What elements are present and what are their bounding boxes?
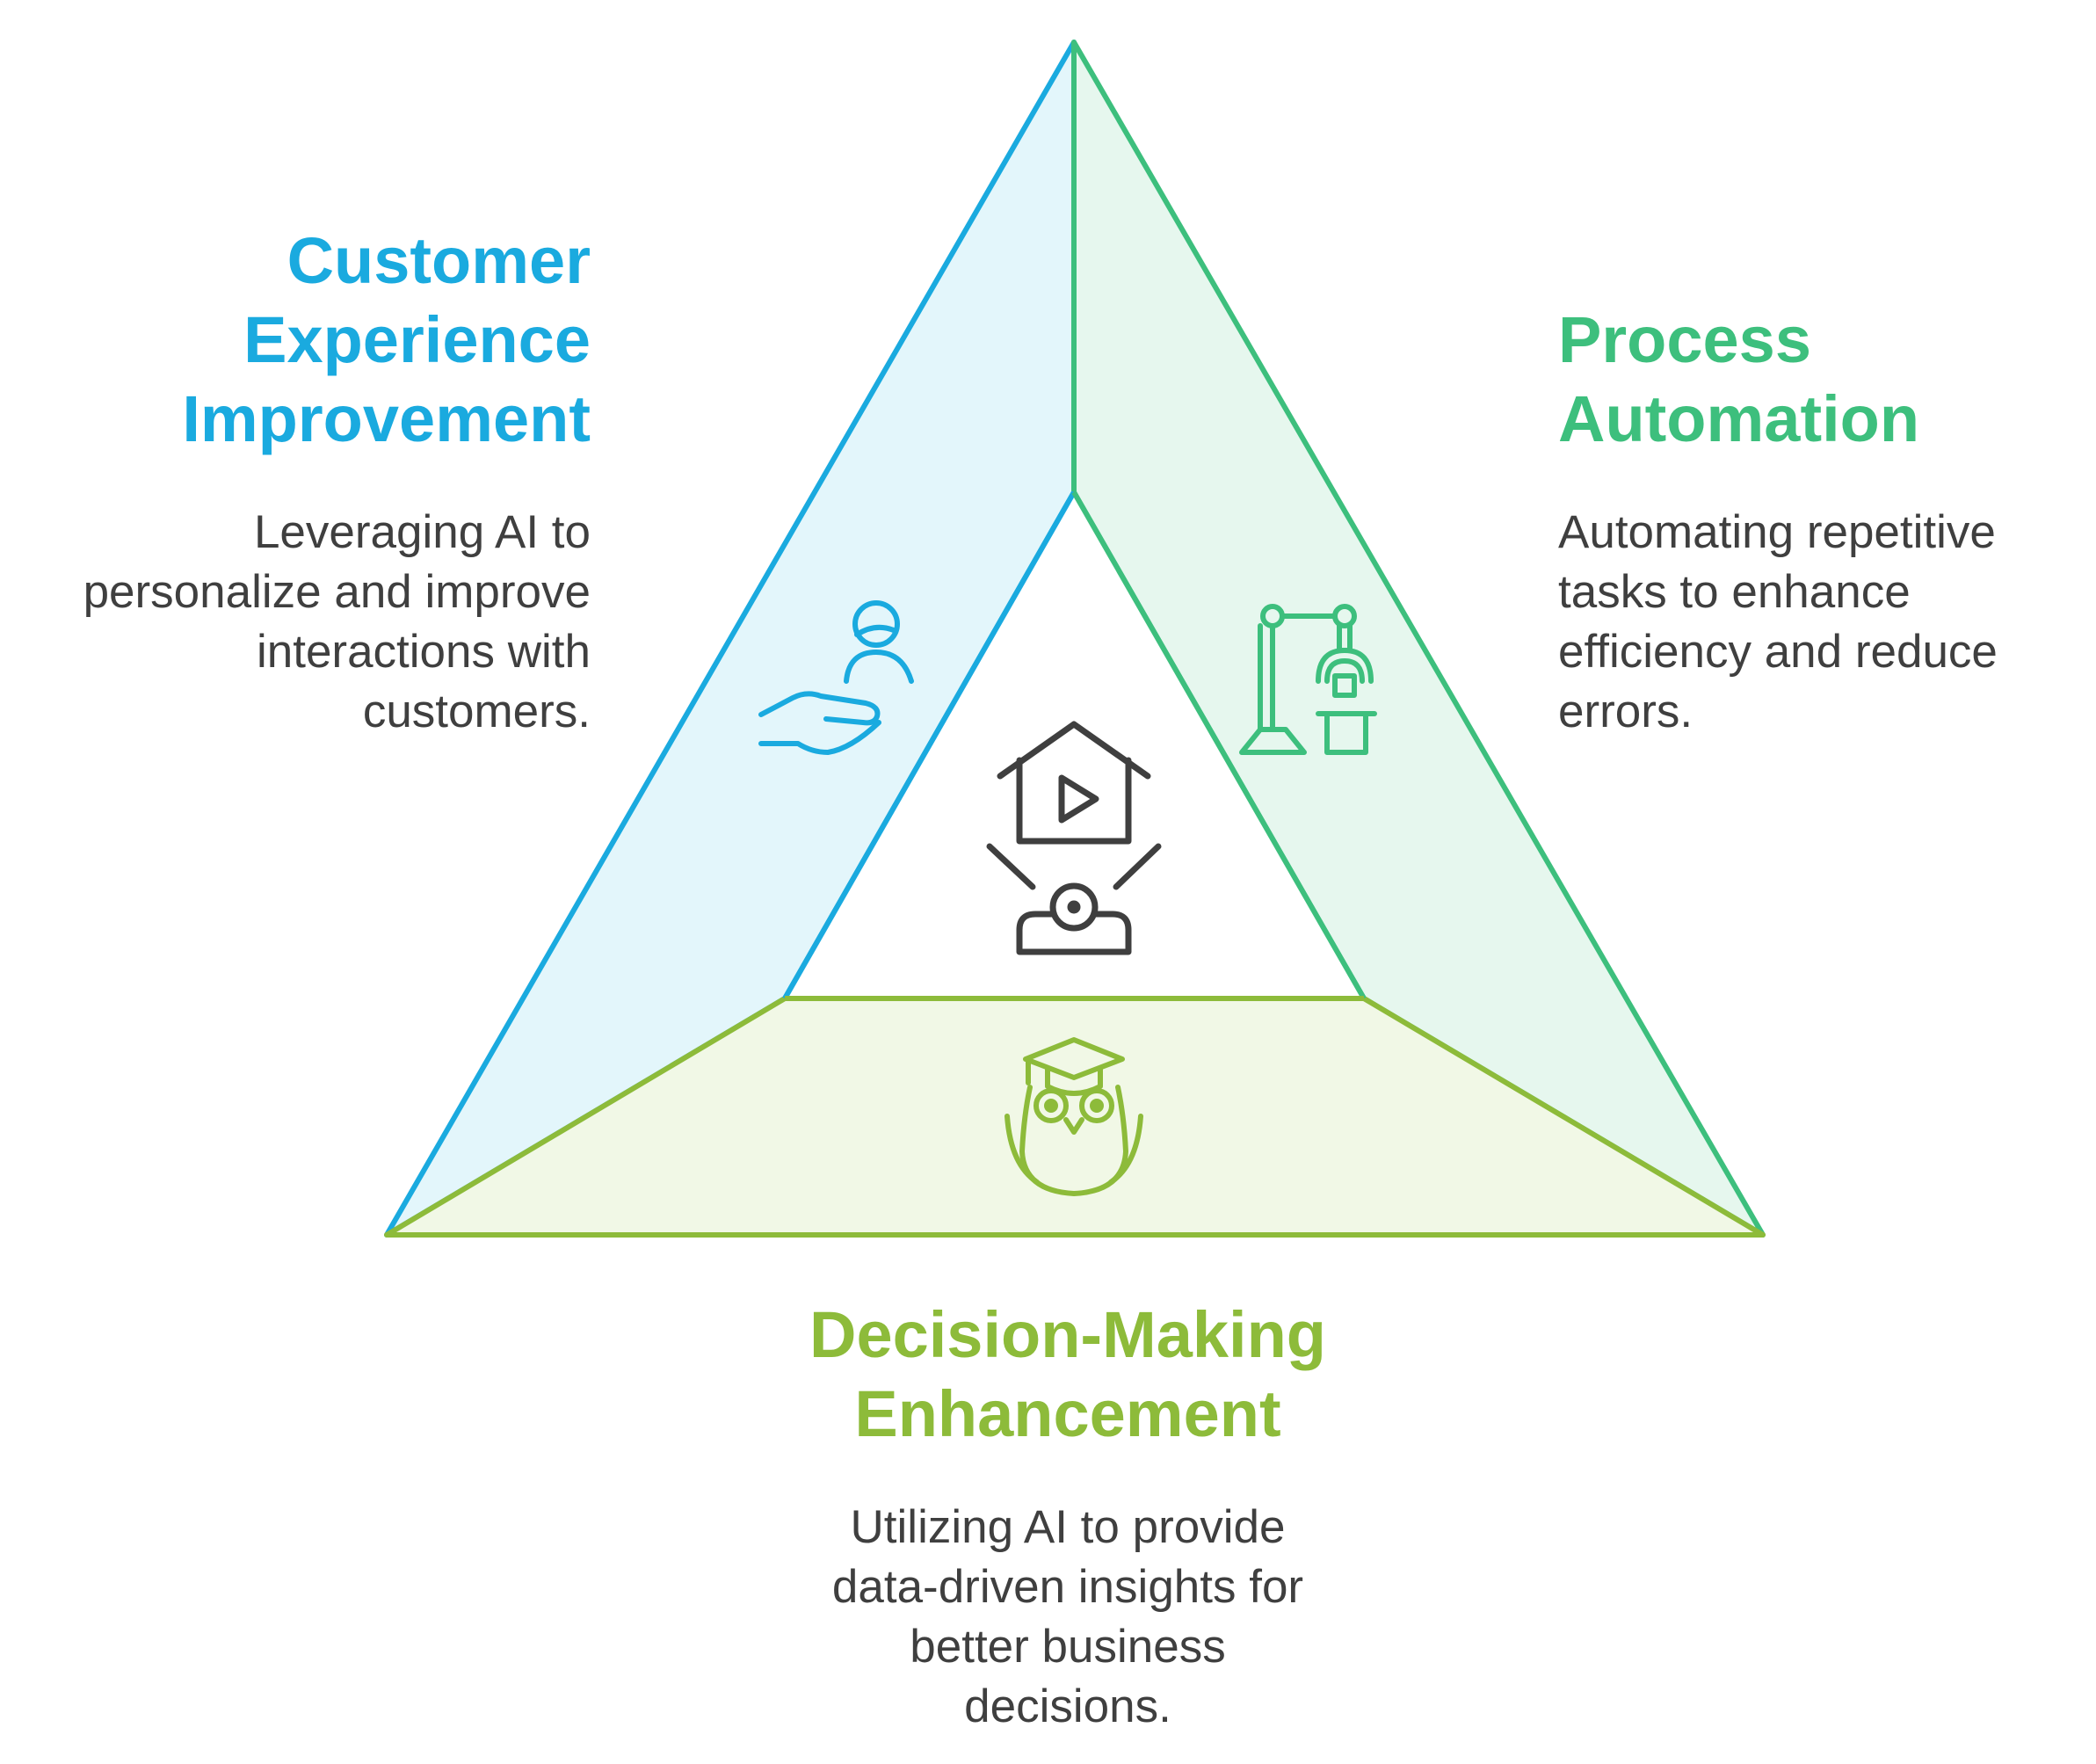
customer-inner-edge bbox=[782, 490, 1077, 1000]
process-automation-title: Process Automation bbox=[1558, 301, 2077, 459]
robotic-arm-icon bbox=[1239, 604, 1377, 755]
process-title-line: Automation bbox=[1558, 382, 1920, 455]
process-title-line: Process bbox=[1558, 303, 1811, 376]
decision-desc-line: decisions. bbox=[964, 1681, 1171, 1732]
customer-desc-line: personalize and improve bbox=[83, 566, 591, 618]
process-inner-edge bbox=[1071, 490, 1367, 1000]
process-desc-line: efficiency and reduce bbox=[1558, 626, 1998, 678]
customer-title-line: Customer bbox=[286, 224, 591, 297]
center-triangle bbox=[785, 492, 1364, 998]
decision-desc-line: data-driven insights for bbox=[831, 1561, 1304, 1613]
decision-making-title: Decision-Making Enhancement bbox=[765, 1296, 1371, 1454]
customer-experience-title: Customer Experience Improvement bbox=[35, 221, 591, 459]
decision-making-block: Decision-Making Enhancement Utilizing AI… bbox=[765, 1296, 1371, 1737]
decision-desc-line: better business bbox=[910, 1621, 1226, 1673]
graduate-owl-icon bbox=[1004, 1037, 1143, 1196]
smart-home-ai-icon bbox=[986, 721, 1162, 955]
customer-desc-line: interactions with bbox=[256, 626, 591, 678]
hand-offering-person-icon bbox=[758, 600, 914, 755]
decision-desc-line: Utilizing AI to provide bbox=[850, 1501, 1286, 1553]
customer-desc-line: customers. bbox=[362, 686, 591, 737]
process-desc-line: errors. bbox=[1558, 686, 1693, 737]
process-automation-block: Process Automation Automating repetitive… bbox=[1558, 301, 2077, 742]
customer-desc-line: Leveraging AI to bbox=[253, 506, 591, 558]
decision-title-line: Decision-Making bbox=[809, 1298, 1326, 1371]
customer-title-line: Improvement bbox=[182, 382, 591, 455]
customer-experience-description: Leveraging AI to personalize and improve… bbox=[35, 503, 591, 742]
decision-making-description: Utilizing AI to provide data-driven insi… bbox=[765, 1498, 1371, 1737]
decision-title-line: Enhancement bbox=[854, 1377, 1281, 1450]
customer-experience-block: Customer Experience Improvement Leveragi… bbox=[35, 221, 591, 742]
process-desc-line: tasks to enhance bbox=[1558, 566, 1911, 618]
customer-title-line: Experience bbox=[243, 303, 591, 376]
process-desc-line: Automating repetitive bbox=[1558, 506, 1996, 558]
process-automation-description: Automating repetitive tasks to enhance e… bbox=[1558, 503, 2077, 742]
